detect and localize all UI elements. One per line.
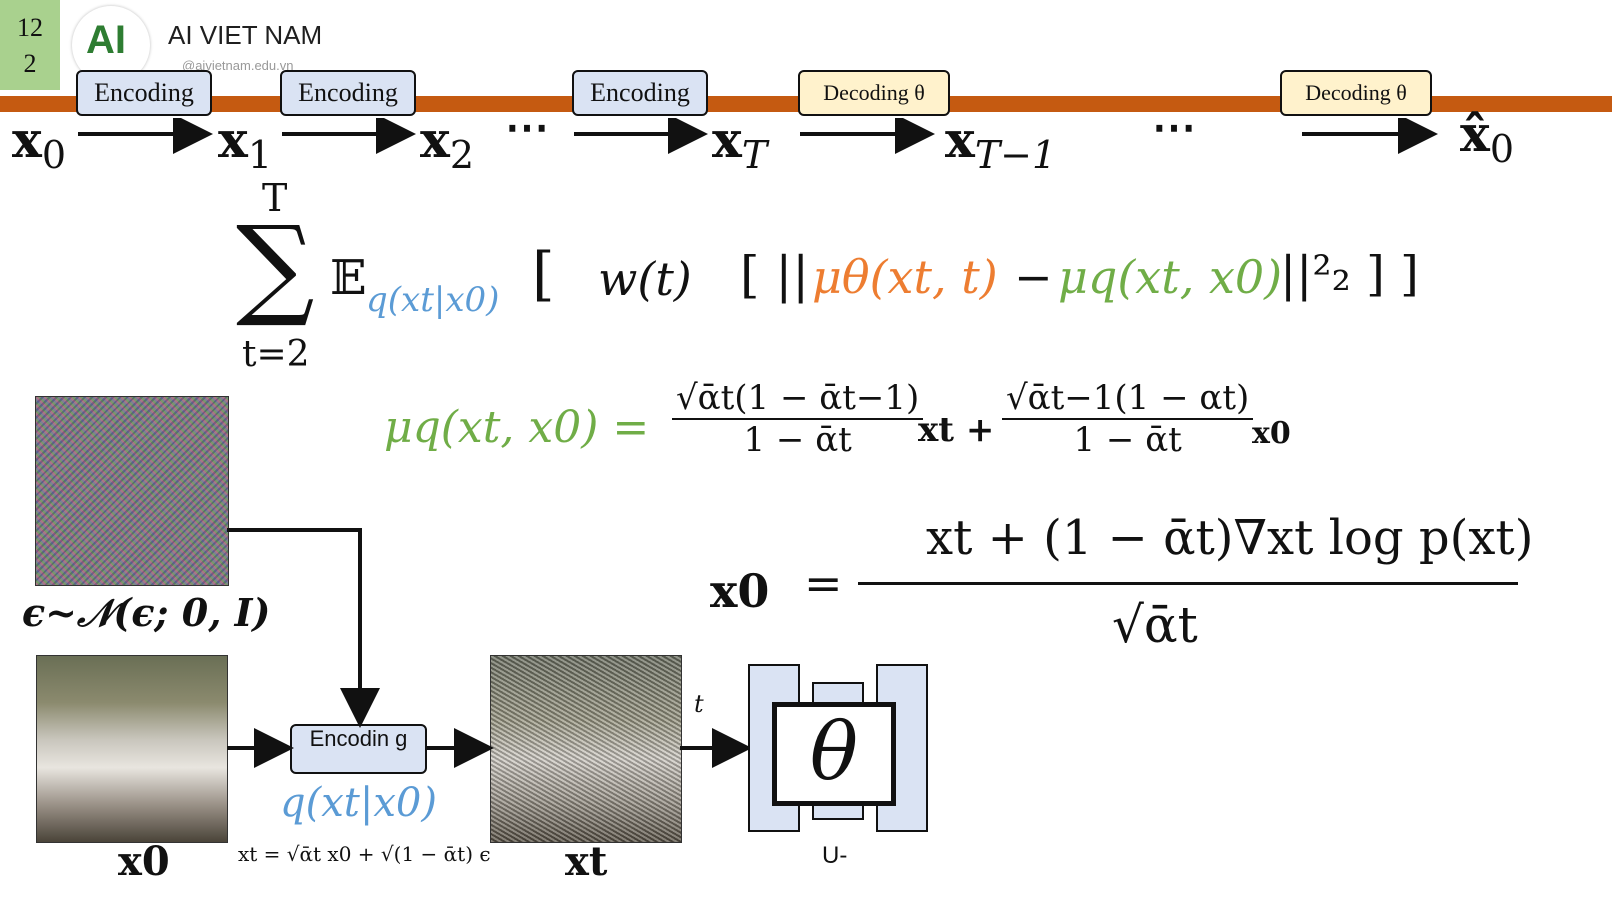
cat-image-x0 xyxy=(36,655,228,843)
decoding-box-2: Decoding θ xyxy=(1280,70,1432,116)
x0-eq-equals: = xyxy=(804,556,843,610)
ellipsis-1: ⋯ xyxy=(505,102,549,153)
mu-theta-term: μθ(xt, t) xyxy=(812,250,998,304)
ellipsis-2: ⋯ xyxy=(1152,102,1196,153)
unet-theta-box: θ xyxy=(772,702,896,806)
norm-close: ||²₂ ] ] xyxy=(1280,246,1419,302)
mu-q-lhs: μq(xt, x0) = xyxy=(384,402,650,453)
timestep-label: t xyxy=(694,690,704,718)
reparameterization-formula: xt = √ᾱt x0 + √(1 − ᾱt) ϵ xyxy=(238,842,491,866)
mu-q-fraction-2: √ᾱt−1(1 − αt)1 − ᾱt xyxy=(1002,378,1254,460)
x0-hat-label: x̂0 xyxy=(1460,104,1514,171)
encoding-box-3: Encoding xyxy=(572,70,708,116)
expectation-subscript: q(xt|x0) xyxy=(366,280,500,320)
encoding-box-bottom: Encodin g xyxy=(290,724,427,774)
xt-image-label: xt xyxy=(565,838,608,885)
mu-q-x0: x0 xyxy=(1252,416,1291,451)
sum-symbol: ∑ xyxy=(236,202,315,330)
noisy-image-xt xyxy=(490,655,682,843)
x0-eq-denominator: √ᾱt xyxy=(1112,596,1198,654)
mu-q-term: μq(xt, x0) xyxy=(1058,250,1283,304)
x0-eq-lhs: x0 xyxy=(710,564,770,618)
x1-label: x1 xyxy=(218,110,272,177)
mu-q-fraction-1: √ᾱt(1 − ᾱt−1)1 − ᾱt xyxy=(672,378,924,460)
decoding-box-1: Decoding θ xyxy=(798,70,950,116)
bracket-open: [ xyxy=(532,240,555,308)
x0-label: x0 xyxy=(12,110,66,177)
sum-upper-limit: T xyxy=(262,176,288,220)
x0-eq-fraction-bar xyxy=(858,582,1518,585)
brand-url: @aivietnam.edu.vn xyxy=(182,58,294,73)
encoding-box-1: Encoding xyxy=(76,70,212,116)
encoding-box-2: Encoding xyxy=(280,70,416,116)
norm-open: [ || xyxy=(740,246,810,304)
chain-arrows xyxy=(78,118,1438,154)
x2-label: x2 xyxy=(420,110,474,177)
xT-1-label: xT−1 xyxy=(945,110,1057,177)
minus-sign: − xyxy=(1014,250,1053,304)
brand-name: AI VIET NAM xyxy=(168,20,323,50)
logo-text: AI xyxy=(86,18,126,62)
xT-label: xT xyxy=(712,110,768,177)
sum-lower-limit: t=2 xyxy=(242,334,310,375)
weight-term: w(t) xyxy=(598,252,692,306)
noise-distribution-label: ϵ~𝒩(ϵ; 0, I) xyxy=(22,590,271,635)
x0-eq-numerator: xt + (1 − ᾱt)∇xt log p(xt) xyxy=(926,510,1534,566)
unet-label: U- xyxy=(822,842,848,869)
expectation: 𝔼 xyxy=(330,250,367,306)
x0-image-label: x0 xyxy=(118,838,170,885)
noise-image xyxy=(35,396,229,586)
q-distribution-label: q(xt|x0) xyxy=(280,780,437,826)
mu-q-xt: xt + xyxy=(918,410,995,450)
